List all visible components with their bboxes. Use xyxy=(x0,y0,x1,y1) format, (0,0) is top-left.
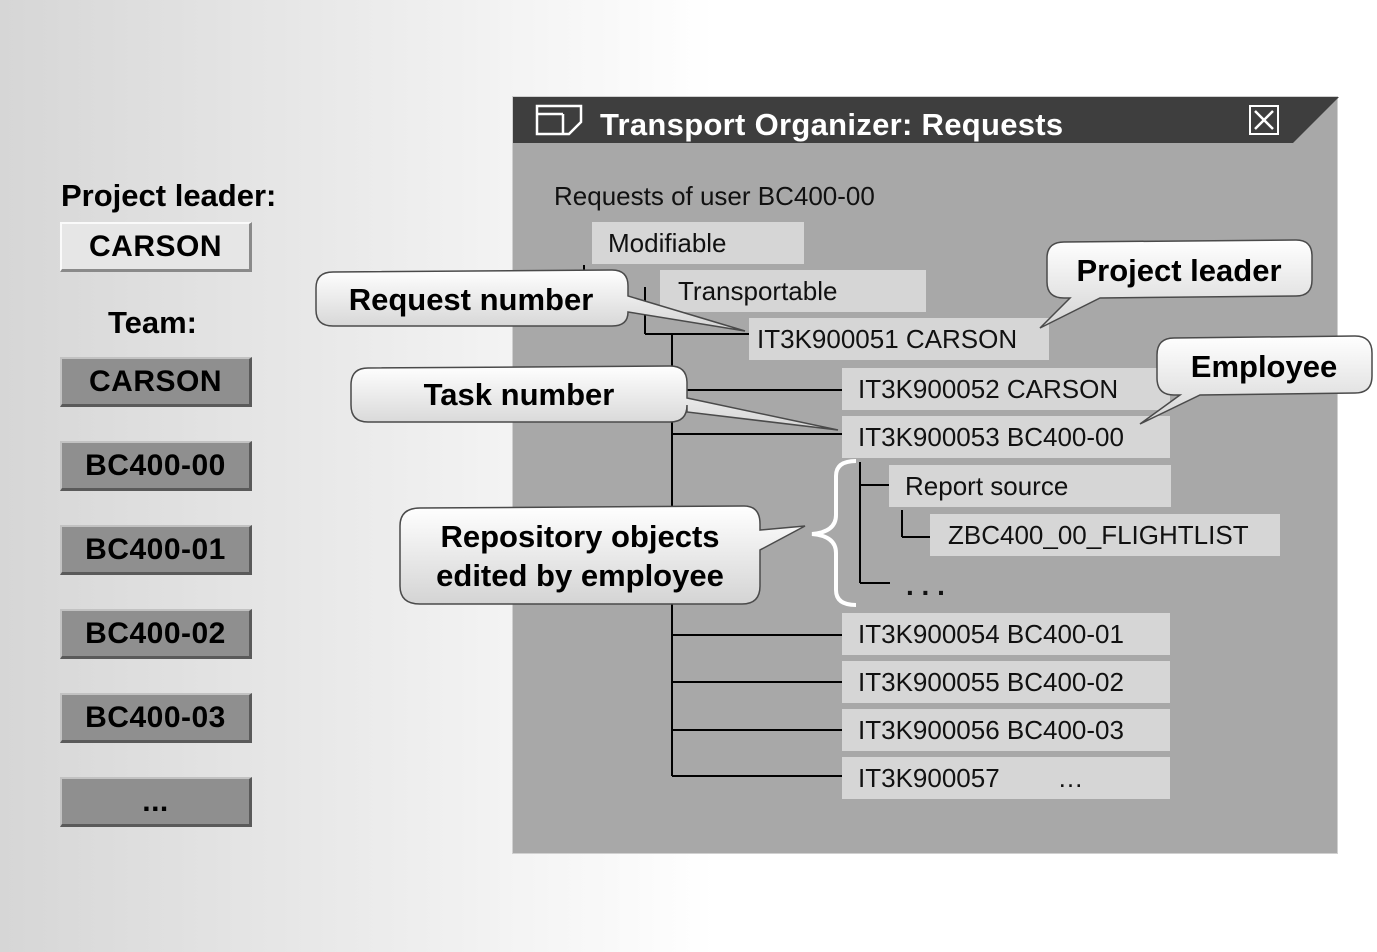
team-member-bc400-00: BC400-00 xyxy=(60,441,252,491)
task-node-it3k900055[interactable]: IT3K900055 BC400-02 xyxy=(842,661,1170,703)
task-node-it3k900056[interactable]: IT3K900056 BC400-03 xyxy=(842,709,1170,751)
modifiable-node[interactable]: Modifiable xyxy=(592,222,804,264)
callout-employee xyxy=(1139,335,1373,425)
objects-curly-brace xyxy=(811,459,857,607)
task-node-it3k900057[interactable]: IT3K900057 … xyxy=(842,757,1170,799)
project-leader-label: Project leader: xyxy=(61,178,277,213)
window-titlebar: Transport Organizer: Requests xyxy=(513,97,1339,143)
project-leader-callout-label: Project leader xyxy=(1076,253,1282,288)
report-source-node[interactable]: Report source xyxy=(889,465,1171,507)
close-icon[interactable] xyxy=(1251,107,1277,133)
callout-project-leader xyxy=(1039,239,1313,329)
transportable-node[interactable]: Transportable xyxy=(660,270,926,312)
team-member-carson: CARSON xyxy=(60,357,252,407)
project-leader-box: CARSON xyxy=(60,222,252,272)
task-node-it3k900054[interactable]: IT3K900054 BC400-01 xyxy=(842,613,1170,655)
objects-ellipsis: . . . xyxy=(906,570,945,601)
close-button[interactable] xyxy=(1249,105,1279,135)
requests-of-user-heading: Requests of user BC400-00 xyxy=(554,181,875,211)
titlebar-background xyxy=(513,97,1339,143)
callout-repository-objects xyxy=(399,505,806,605)
callout-task-number xyxy=(350,365,839,431)
team-member-bc400-02: BC400-02 xyxy=(60,609,252,659)
task-number-label: Task number xyxy=(423,377,615,412)
task-node-it3k900052[interactable]: IT3K900052 CARSON xyxy=(842,368,1170,410)
team-member-bc400-03: BC400-03 xyxy=(60,693,252,743)
window-menu-icon[interactable] xyxy=(535,104,583,138)
request-node-it3k900051[interactable]: IT3K900051 CARSON xyxy=(749,318,1049,360)
window-title: Transport Organizer: Requests xyxy=(600,107,1064,142)
repository-objects-label-line1: Repository objects xyxy=(440,519,720,554)
task-node-it3k900053[interactable]: IT3K900053 BC400-00 xyxy=(842,416,1170,458)
repository-objects-label-line2: edited by employee xyxy=(436,558,724,593)
team-label: Team: xyxy=(108,305,198,340)
callout-request-number xyxy=(315,269,746,332)
program-node-zbc400-00-flightlist[interactable]: ZBC400_00_FLIGHTLIST xyxy=(930,514,1280,556)
team-member-bc400-01: BC400-01 xyxy=(60,525,252,575)
team-member-more: ... xyxy=(60,777,252,827)
employee-label: Employee xyxy=(1190,349,1338,384)
request-number-label: Request number xyxy=(348,282,594,317)
